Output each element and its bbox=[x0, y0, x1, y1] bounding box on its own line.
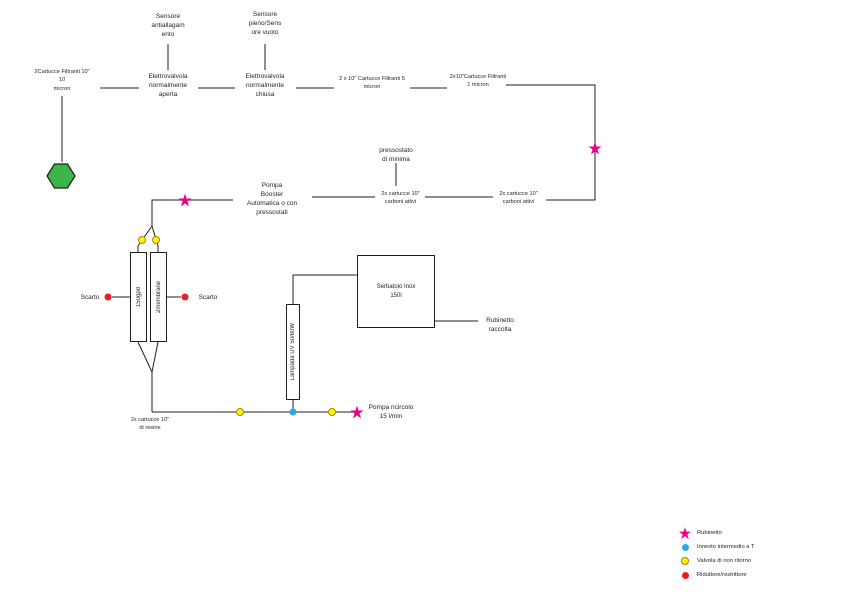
membrane-150gpd-box: 150gpd bbox=[130, 252, 147, 342]
label-cartucce-filtranti-10-micron: 2Cartucce Filtranti 10" 10 micron bbox=[34, 69, 90, 92]
label-elettrovalvola-chiusa: Elettrovalvola normalmente chiusa bbox=[245, 73, 285, 99]
flow-restrictor-icon bbox=[181, 293, 189, 301]
label-carboni-attivi-1: 2x cartucce 10" carboni attivi bbox=[381, 191, 420, 206]
t-fitting-icon bbox=[678, 543, 692, 551]
label-sensore-pieno-vuoto: Sensore pieno/Sens ore vuoto bbox=[248, 11, 282, 37]
serbatoio-inox-box: Serbatoio Inox 150l bbox=[357, 255, 435, 328]
water-source-hexagon-icon bbox=[46, 163, 76, 189]
wire-split-left-membrane bbox=[137, 225, 153, 252]
uv-lamp-box: Lampada UV 50/60W bbox=[286, 304, 300, 400]
wire-1micron-to-carboni bbox=[506, 84, 596, 201]
wire-uv-to-serbatoio bbox=[292, 274, 357, 305]
legend-label: Riduttore/restrittore bbox=[697, 572, 747, 578]
legend-item-innesto: Innesto intermedio a T bbox=[678, 540, 755, 554]
label-carboni-attivi-2: 2x cartucce 10" carboni attivi bbox=[499, 191, 538, 206]
legend-label: Innesto intermedio a T bbox=[697, 544, 755, 550]
legend-item-riduttore: Riduttore/restrittore bbox=[678, 568, 755, 582]
check-valve-icon bbox=[678, 557, 692, 565]
check-valve-icon bbox=[236, 408, 244, 416]
label-scarto-right: Scarto bbox=[198, 294, 218, 301]
uv-lamp-label: Lampada UV 50/60W bbox=[290, 323, 296, 381]
label-pompa-ricircolo: Pompa ricircolo 15 l/min bbox=[368, 404, 414, 421]
membrane-150gpd-label: 150gpd bbox=[135, 286, 142, 308]
flow-restrictor-icon bbox=[678, 571, 692, 579]
wire-booster-to-membrane-riser bbox=[151, 199, 233, 226]
membrane-2membrane-label: 2membrane bbox=[155, 280, 162, 313]
check-valve-icon bbox=[138, 236, 146, 244]
legend-label: Valvola di non ritorno bbox=[697, 558, 752, 564]
t-fitting-icon bbox=[289, 408, 297, 416]
legend-item-valvola: Valvola di non ritorno bbox=[678, 554, 755, 568]
serbatoio-inox-label: Serbatoio Inox 150l bbox=[376, 283, 416, 299]
label-cartucce-filtranti-5-micron: 2 x 10" Cartucce Filtranti 5 micron bbox=[339, 76, 405, 91]
label-pompa-booster: Pompa Booster Automatica o con pressosta… bbox=[246, 182, 298, 217]
legend-label: Rubinetto bbox=[697, 530, 722, 536]
label-pressostato-di-minima: pressostato di minima bbox=[379, 147, 413, 164]
wire-membrane-right-out bbox=[151, 341, 159, 373]
wire-membrane-left-out bbox=[137, 341, 153, 373]
label-cartucce-resine: 2x cartucce 10" di resine bbox=[130, 417, 170, 432]
label-sensore-antiallagamento: Sensore antiallagam ento bbox=[151, 13, 185, 39]
wire-split-right-membrane bbox=[151, 225, 159, 252]
legend: Rubinetto Innesto intermedio a T Valvola… bbox=[678, 526, 755, 582]
label-cartucce-filtranti-1-micron: 2x10"Cartucce Filtranti 1 micron bbox=[449, 74, 507, 89]
legend-item-rubinetto: Rubinetto bbox=[678, 526, 755, 540]
membrane-2membrane-box: 2membrane bbox=[150, 252, 167, 342]
rubinetto-star-icon bbox=[678, 527, 692, 539]
check-valve-icon bbox=[152, 236, 160, 244]
label-elettrovalvola-aperta: Elettrovalvola normalmente aperta bbox=[148, 73, 188, 99]
check-valve-icon bbox=[328, 408, 336, 416]
flow-restrictor-icon bbox=[104, 293, 112, 301]
label-scarto-left: Scarto bbox=[80, 294, 100, 301]
label-rubinetto-raccolta: Rubinetto raccolta bbox=[486, 317, 514, 334]
